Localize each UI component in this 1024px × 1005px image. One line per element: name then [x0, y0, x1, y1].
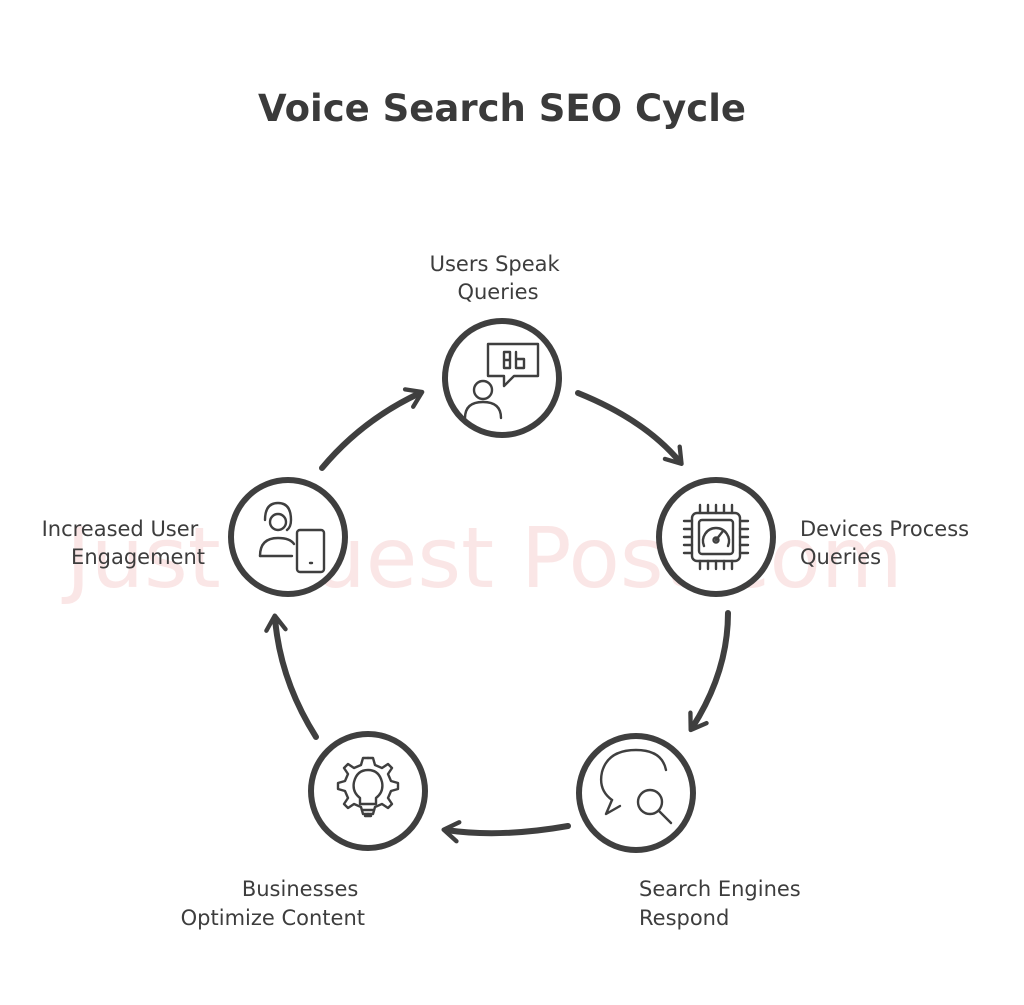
node-label-line: Users Speak	[430, 252, 561, 276]
node-label-line: Optimize Content	[181, 906, 365, 930]
gear-lightbulb-icon	[336, 756, 400, 818]
node-label-line: Devices Process	[800, 517, 969, 541]
node-label: Businesses Optimize Content	[181, 877, 365, 930]
cycle-node-businesses-optimize: Businesses Optimize Content	[181, 731, 428, 930]
node-label-line: Queries	[457, 280, 538, 304]
node-circle	[228, 477, 348, 597]
arrow-respond-to-optimize	[441, 820, 571, 844]
node-circle	[576, 733, 696, 853]
node-label-line: Queries	[800, 545, 881, 569]
node-label-line: Respond	[639, 906, 729, 930]
cycle-node-search-engines: Search Engines Respond	[576, 733, 807, 930]
node-label-line: Search Engines	[639, 877, 801, 901]
node-label: Users Speak Queries	[430, 252, 567, 304]
speech-bubble-user-icon	[463, 342, 540, 420]
node-label: Increased User Engagement	[42, 517, 205, 569]
processor-chip-icon	[682, 503, 750, 571]
user-mobile-icon	[258, 501, 326, 574]
page-title: Voice Search SEO Cycle	[258, 87, 746, 130]
node-label: Search Engines Respond	[639, 877, 807, 930]
cycle-node-user-engagement: Increased User Engagement	[42, 477, 348, 597]
arrow-process-to-respond	[688, 610, 731, 733]
cycle-node-devices-process: Devices Process Queries	[656, 477, 976, 597]
node-circle	[442, 318, 562, 438]
cycle-node-users-speak: Users Speak Queries	[430, 252, 567, 438]
chat-search-icon	[599, 748, 673, 825]
node-label-line: Engagement	[71, 545, 205, 569]
node-label-line: Increased User	[42, 517, 199, 541]
node-label-line: Businesses	[242, 877, 358, 901]
node-label: Devices Process Queries	[800, 517, 976, 569]
cycle-arrows	[264, 387, 731, 844]
arrow-engagement-to-speak	[319, 387, 425, 471]
node-circle	[308, 731, 428, 851]
arrow-speak-to-process	[575, 390, 684, 467]
arrow-optimize-to-engagement	[264, 613, 319, 740]
